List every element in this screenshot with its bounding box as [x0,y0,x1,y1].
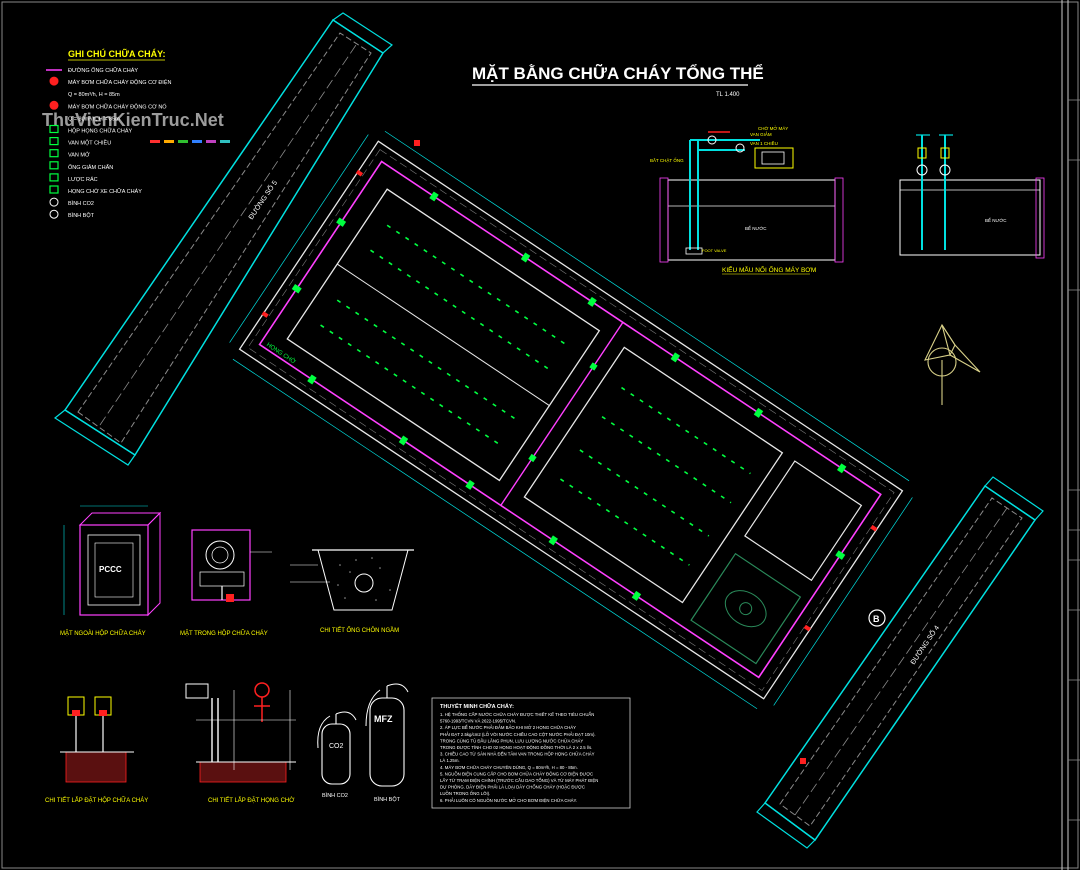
detail-caption-6: BÌNH BỘT [374,796,401,803]
legend-item-label: MÁY BƠM CHỮA CHÁY ĐỘNG CƠ NỔ [68,103,167,110]
damper-icon [49,161,59,170]
co2-icon [49,197,59,207]
notes-line: 5. NGUỒN ĐIỆN CUNG CẤP CHO BƠM CHỮA CHÁY… [440,771,593,776]
open-valve-icon [49,149,59,158]
north-arrow-icon [924,323,981,405]
detail-caption-5: BÌNH CO2 [322,792,348,799]
landscape-center [739,602,753,616]
title-block-ticks [1068,99,1080,821]
pump-label-5: FOOT VALVE [702,248,727,253]
sprinkler-rows [320,224,751,566]
powder-icon [49,209,59,219]
legend-item-label: ĐƯỜNG ỐNG CHỮA CHÁY [68,67,138,74]
pump-house [744,460,863,582]
pump-label-3: BẮT CHẶT ỐNG [650,156,684,163]
hose-box-interior-detail [191,529,272,602]
watermark-logo: ThuVienKienTruc.Net [42,110,224,130]
legend-item-label: LƯỢC RÁC [68,176,98,183]
road-left-label: ĐƯỜNG SỐ 5 [245,178,279,221]
legend-item-label: VAN MỞ [68,152,90,159]
hydrant-icon [49,185,59,194]
pccc-label: PCCC [99,565,122,574]
pump-label-2: CHỜ MỞ MÁY [758,125,788,131]
site-boundary-inner [247,149,895,691]
detail-caption-4: CHI TIẾT LẮP ĐẶT HỌNG CHỜ [208,796,294,804]
notes-line: DỰ PHÒNG. DÂY ĐIỆN PHẢI LÀ LOẠI DÂY CHỐN… [440,785,585,790]
pump-label-1: VAN 1 CHIỀU [750,140,778,146]
site-boundary [238,140,904,700]
tank-label-right: BỂ NƯỚC [985,217,1007,223]
section-marker-b [868,609,886,627]
legend-item-label: BÌNH CO2 [68,200,94,207]
legend-item-label: VAN MỘT CHIỀU [68,140,111,147]
hydrant-install-detail [185,682,296,783]
legend-list: ĐƯỜNG ỐNG CHỮA CHÁY MÁY BƠM CHỮA CHÁY ĐỘN… [46,67,171,219]
diesel-pump-icon [49,100,59,110]
powder-extinguisher-icon: MFZ [365,683,409,787]
hose-box-exterior-detail: PCCC [63,505,162,617]
red-hydrant-markers [414,140,806,764]
notes-box [431,697,631,809]
fire-pipe-branch [500,321,624,506]
notes-line: 6. PHẢI LUÔN CÓ NGUỒN NƯỚC MỞ CHO BƠM ĐI… [440,798,577,803]
notes-heading: THUYẾT MINH CHỮA CHÁY: [440,703,514,710]
legend-item-label: HỘP HỌNG CHỮA CHÁY [68,128,133,135]
detail-caption-1: MẶT TRONG HỘP CHỮA CHÁY [180,630,268,637]
pump-label-4: BỂ NƯỚC [745,225,767,231]
notes-line: LÀ 1.25m. [440,758,460,763]
detail-caption-2: CHI TIẾT ỐNG CHÔN NGẦM [320,627,399,634]
notes-line: PHẢI ĐẠT 2.5kg/cm2 (LỖ VÒI NƯỚC CHIỀU CA… [440,732,596,737]
fire-marks [261,169,878,632]
notes-line: TRONG CÙNG TỦ ĐẦU LẮNG PHUN, LƯU LƯỢNG N… [440,738,583,743]
pump-section-caption: KIỂU MẪU NỐI ỐNG MÁY BƠM [722,264,816,274]
pump-section-left: VAN GIẢM VAN 1 CHIỀU CHỜ MỞ MÁY BẮT CHẶT… [650,125,844,263]
dimension-lines [229,130,913,710]
strainer-icon [49,173,59,182]
hose-box-icon [49,124,59,134]
notes-line: TRONG ĐƯỢC TÍNH CHO 02 HỌNG HOẠT ĐỘNG ĐỒ… [440,745,592,750]
legend-item-label: BÌNH BỘT [68,212,95,219]
landscape-oval [724,590,767,628]
drawing-title: MẶT BẰNG CHỮA CHÁY TỔNG THỂ [472,63,764,83]
detail-caption-3: CHI TIẾT LẮP ĐẶT HỘP CHỮA CHÁY [45,796,148,804]
legend-heading: GHI CHÚ CHỮA CHÁY: [68,48,165,59]
site-plan: HỌNG CHỜ [229,130,913,710]
section-marker-b-label: B [873,614,880,624]
fire-pipe-loop [258,160,882,679]
road-right: ĐƯỜNG SỐ 4 [756,476,1044,849]
check-valve-icon [49,137,59,146]
legend-item-label: Q = 80m³/h, H = 85m [68,116,120,122]
notes-line: 4. MÁY BƠM CHỮA CHÁY CHUYÊN DÙNG, Q = 80… [440,765,578,770]
pump-label-0: VAN GIẢM [750,131,772,137]
hose-box-install-detail [60,696,134,783]
notes-line: LUỒN TRONG ỐNG LÕI). [440,791,490,796]
notes-line: 5760-1993/TCVN VÀ 2622-1995/TCVN. [440,719,516,724]
notes-line: LẤY TỪ TRẠM ĐIỆN CHÍNH (TRƯỚC CẦU DAO TỔ… [440,778,598,783]
detail-caption-0: MẶT NGOÀI HỘP CHỮA CHÁY [60,630,146,637]
electric-pump-icon [49,76,59,86]
notes-line: 3. CHIỀU CAO TỪ SÀN NHÀ ĐẾN TÂM VAN TRON… [440,752,595,757]
notes-line: 1. HỆ THỐNG CẤP NƯỚC CHỮA CHÁY ĐƯỢC THIẾ… [440,712,594,717]
legend-item-label: HỌNG CHỜ XE CHỮA CHÁY [68,188,142,195]
hose-box-markers [291,191,847,601]
notes-line: 2. ÁP LỰC BỂ NƯỚC PHẢI ĐẢM BẢO KHI MỞ 2 … [440,725,576,730]
building-b [523,346,784,604]
legend-item-label: MÁY BƠM CHỮA CHÁY ĐỘNG CƠ ĐIỆN [68,78,171,86]
notes-list: 1. HỆ THỐNG CẤP NƯỚC CHỮA CHÁY ĐƯỢC THIẾ… [440,712,598,803]
landscape-area [690,552,802,665]
mfz-mark: MFZ [374,714,393,724]
co2-mark: CO2 [329,743,344,750]
co2-extinguisher-icon: CO2 [317,711,357,785]
buried-pipe-detail [290,549,414,611]
pump-section-right: BỂ NƯỚC [899,134,1045,259]
legend-item-label: ỐNG GIẢM CHẤN [68,164,113,171]
legend-item-label: Q = 80m³/h, H = 85m [68,92,120,98]
watermark-bar [150,140,230,143]
drawing-scale: TL 1.400 [716,92,740,98]
building-a-divider [336,263,550,406]
